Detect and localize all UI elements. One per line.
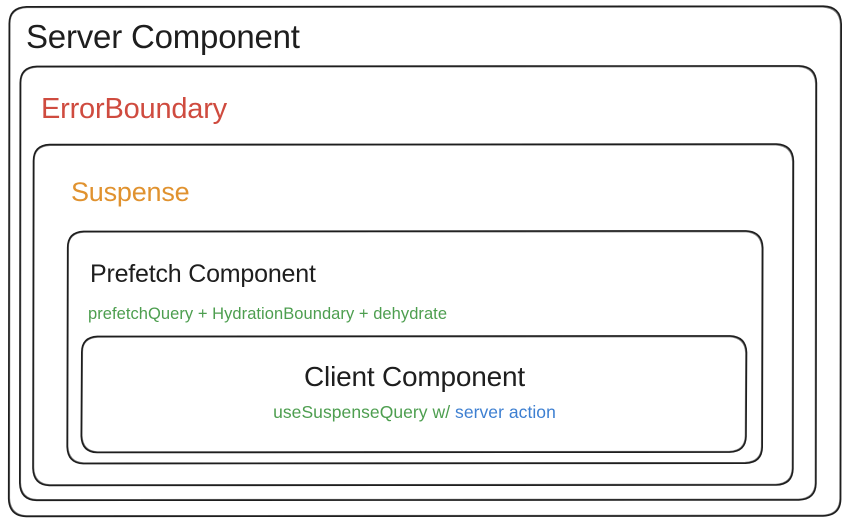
box-subtitle-prefetch-component: prefetchQuery + HydrationBoundary + dehy… (88, 305, 448, 323)
box-subtitle-client-component-server-action: server action (455, 402, 556, 422)
box-subtitle-client-component-query: useSuspenseQuery w/ (273, 402, 451, 422)
box-label-suspense: Suspense (71, 177, 190, 207)
box-subtitle-client-component: useSuspenseQuery w/ server action (82, 402, 747, 422)
box-label-client-component-wrap: Client Component (82, 363, 747, 391)
box-label-server-component: Server Component (26, 18, 300, 55)
box-label-error-boundary: ErrorBoundary (41, 93, 227, 125)
box-label-client-component: Client Component (304, 361, 525, 392)
box-label-prefetch-component: Prefetch Component (90, 260, 316, 288)
box-outline-client-component (80, 335, 748, 454)
